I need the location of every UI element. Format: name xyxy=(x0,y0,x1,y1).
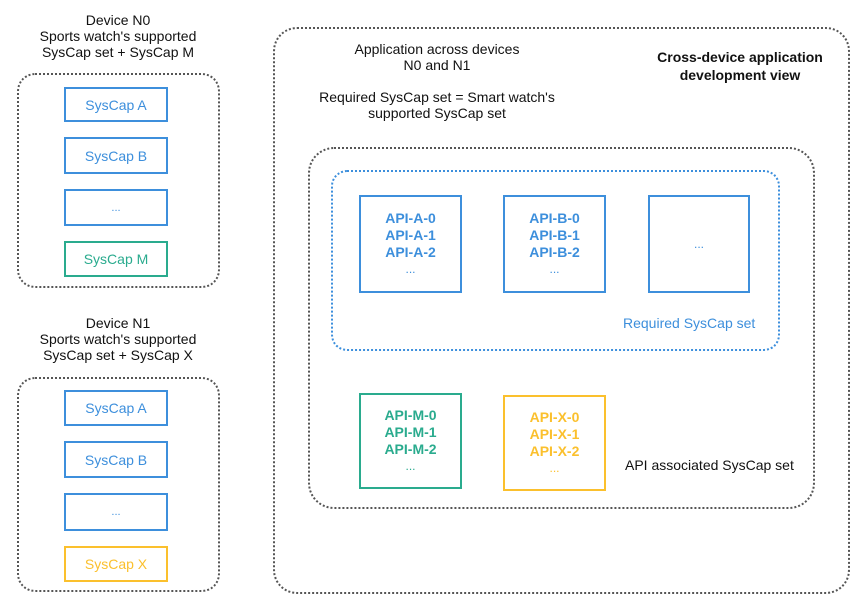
app-description-line-1: Application across devices xyxy=(354,41,520,57)
api-box-m: API-M-0 API-M-1 API-M-2 ... xyxy=(359,393,462,489)
api-box-b: API-B-0 API-B-1 API-B-2 ... xyxy=(503,195,606,293)
api-box-a: API-A-0 API-A-1 API-A-2 ... xyxy=(359,195,462,293)
device-n1-syscap-a: SysCap A xyxy=(64,390,168,426)
device-n1-syscap-more: ... xyxy=(64,493,168,531)
device-n0-syscap-more: ... xyxy=(64,189,168,226)
api-a-0: API-A-0 xyxy=(385,210,436,226)
api-a-1: API-A-1 xyxy=(385,227,436,243)
api-x-1: API-X-1 xyxy=(529,426,580,442)
api-x-0: API-X-0 xyxy=(529,409,580,425)
app-description-line-2: N0 and N1 xyxy=(403,57,471,73)
device-n0-caption: Device N0 Sports watch's supported SysCa… xyxy=(17,12,219,60)
device-n0-container xyxy=(17,73,220,288)
device-n1-container xyxy=(17,377,220,592)
device-n0-syscap-m: SysCap M xyxy=(64,241,168,277)
api-b-more: ... xyxy=(549,262,560,276)
app-description: Application across devices N0 and N1 xyxy=(300,41,574,73)
api-m-0: API-M-0 xyxy=(384,407,437,423)
device-n0-subtitle-1: Sports watch's supported xyxy=(39,28,197,44)
api-m-1: API-M-1 xyxy=(384,424,437,440)
api-box-x: API-X-0 API-X-1 API-X-2 ... xyxy=(503,395,606,491)
required-set-container xyxy=(331,170,780,351)
api-b-2: API-B-2 xyxy=(529,244,580,260)
device-n1-subtitle-2: SysCap set + SysCap X xyxy=(43,347,193,363)
required-set-label: Required SysCap set xyxy=(623,315,756,331)
api-a-2: API-A-2 xyxy=(385,244,436,260)
device-n1-syscap-x: SysCap X xyxy=(64,546,168,582)
device-n0-subtitle-2: SysCap set + SysCap M xyxy=(41,44,195,60)
api-x-2: API-X-2 xyxy=(529,443,580,459)
app-view-container xyxy=(273,27,850,594)
api-box-more: ... xyxy=(648,195,750,293)
api-b-1: API-B-1 xyxy=(529,227,580,243)
device-n1-syscap-b: SysCap B xyxy=(64,441,168,478)
api-m-more: ... xyxy=(405,459,416,473)
device-n1-subtitle-1: Sports watch's supported xyxy=(39,331,197,347)
api-b-0: API-B-0 xyxy=(529,210,580,226)
app-view-title-line-1: Cross-device application xyxy=(657,49,823,65)
api-x-more: ... xyxy=(549,461,560,475)
api-associated-set-container xyxy=(308,147,815,509)
device-n1-caption: Device N1 Sports watch's supported SysCa… xyxy=(17,315,219,363)
app-view-title: Cross-device application development vie… xyxy=(650,48,830,84)
device-n0-title: Device N0 xyxy=(85,12,151,28)
app-requirement-line-2: supported SysCap set xyxy=(368,105,506,121)
associated-set-label: API associated SysCap set xyxy=(625,457,794,473)
app-view-title-line-2: development view xyxy=(679,67,801,83)
app-requirement: Required SysCap set = Smart watch's supp… xyxy=(300,89,574,121)
app-requirement-line-1: Required SysCap set = Smart watch's xyxy=(319,89,555,105)
device-n1-title: Device N1 xyxy=(85,315,151,331)
device-n0-syscap-a: SysCap A xyxy=(64,87,168,122)
api-m-2: API-M-2 xyxy=(384,441,437,457)
api-more-placeholder: ... xyxy=(693,236,704,251)
api-a-more: ... xyxy=(405,262,416,276)
device-n0-syscap-b: SysCap B xyxy=(64,137,168,174)
